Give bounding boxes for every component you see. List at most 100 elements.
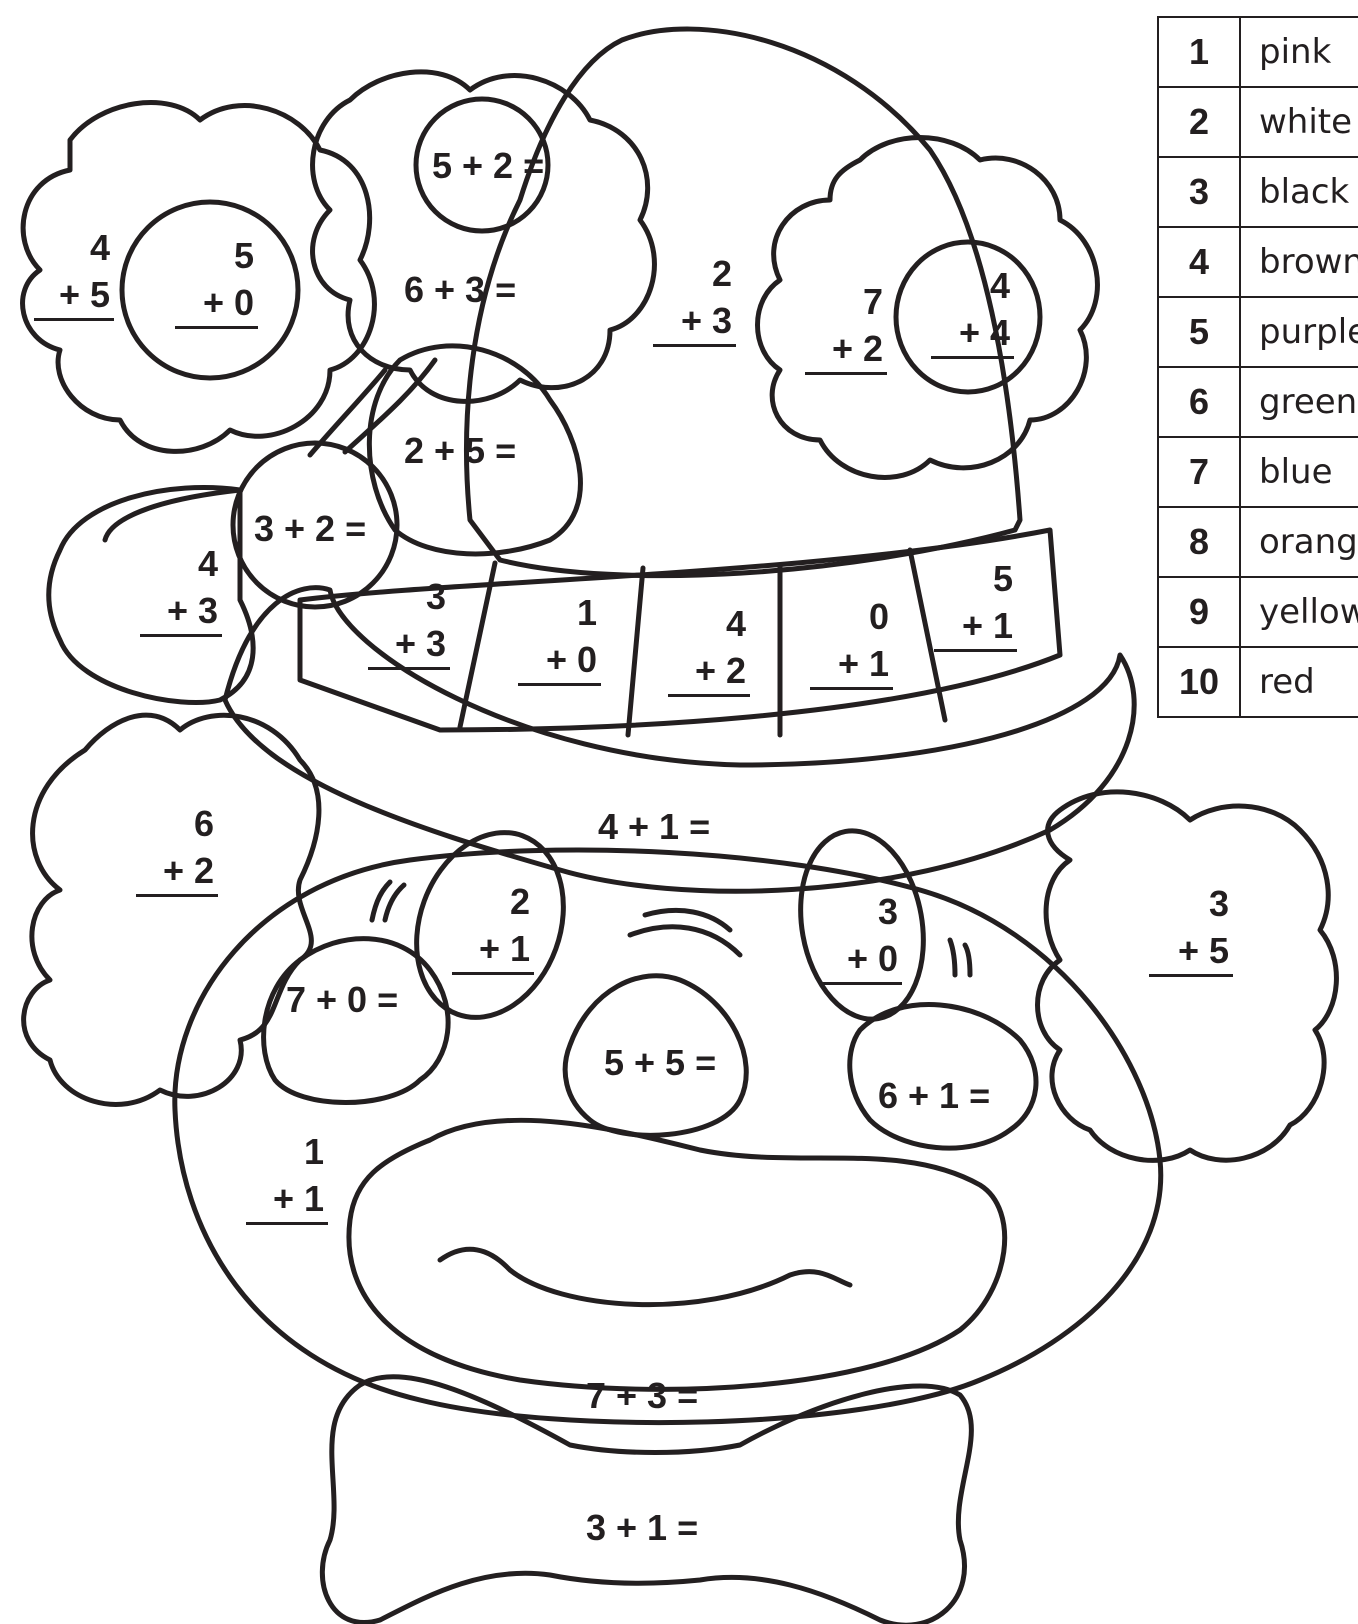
hat-band-3-problem: 4 + 2 bbox=[668, 600, 750, 697]
addend-top: 4 bbox=[197, 543, 218, 584]
hat-band-5-problem: 5 + 1 bbox=[934, 555, 1017, 652]
addend-bottom: + 1 bbox=[810, 640, 893, 690]
key-color: red bbox=[1239, 646, 1358, 718]
addend-top: 2 bbox=[711, 253, 732, 294]
key-number: 8 bbox=[1157, 506, 1241, 578]
addend-top: 3 bbox=[425, 576, 446, 617]
mouth-outline bbox=[346, 1117, 1008, 1392]
key-color: yellow bbox=[1239, 576, 1358, 648]
hat-bow-outline bbox=[46, 485, 256, 705]
face-problem: 1 + 1 bbox=[246, 1128, 328, 1225]
cheek-left-outline bbox=[261, 936, 451, 1105]
addend-top: 2 bbox=[509, 881, 530, 922]
leaf-outline bbox=[366, 343, 583, 557]
nose-outline bbox=[562, 973, 749, 1138]
flower-right-center-problem: 4 + 4 bbox=[931, 262, 1014, 359]
hat-band-4-problem: 0 + 1 bbox=[810, 593, 893, 690]
addend-bottom: + 3 bbox=[368, 620, 450, 670]
flower-top-center-problem: 5 + 2 = bbox=[432, 145, 545, 186]
hat-band-2-problem: 1 + 0 bbox=[518, 589, 601, 686]
flower-top-petals-problem: 6 + 3 = bbox=[404, 269, 517, 310]
flower-left-center-problem: 5 + 0 bbox=[175, 232, 258, 329]
addend-bottom: + 0 bbox=[518, 636, 601, 686]
flower-left-petals-problem: 4 + 5 bbox=[34, 224, 114, 321]
addend-bottom: + 2 bbox=[805, 325, 887, 375]
key-number: 10 bbox=[1157, 646, 1241, 718]
hat-bow-problem: 4 + 3 bbox=[140, 540, 222, 637]
hair-left-outline bbox=[21, 712, 322, 1107]
addend-top: 4 bbox=[89, 227, 110, 268]
addend-bottom: + 0 bbox=[820, 935, 902, 985]
cheek-left-problem: 7 + 0 = bbox=[286, 979, 399, 1020]
addend-top: 4 bbox=[725, 603, 746, 644]
hair-right-problem: 3 + 5 bbox=[1149, 880, 1233, 977]
addend-bottom: + 2 bbox=[136, 847, 218, 897]
key-number: 1 bbox=[1157, 16, 1241, 88]
addend-bottom: + 5 bbox=[34, 271, 114, 321]
hat-band-1-problem: 3 + 3 bbox=[368, 573, 450, 670]
leaf-problem: 2 + 5 = bbox=[404, 430, 517, 471]
key-color: brown bbox=[1239, 226, 1358, 298]
flower-top-outline bbox=[310, 69, 657, 404]
addend-bottom: + 4 bbox=[931, 309, 1014, 359]
addend-bottom: + 3 bbox=[140, 587, 222, 637]
addend-top: 0 bbox=[868, 596, 889, 637]
hat-crown-problem: 2 + 3 bbox=[653, 250, 736, 347]
addend-top: 3 bbox=[877, 891, 898, 932]
hair-left-problem: 6 + 2 bbox=[136, 800, 218, 897]
addend-bottom: + 2 bbox=[668, 647, 750, 697]
addend-bottom: + 1 bbox=[452, 925, 534, 975]
bow-tie-problem: 3 + 1 = bbox=[586, 1507, 699, 1548]
addend-top: 1 bbox=[303, 1131, 324, 1172]
key-number: 3 bbox=[1157, 156, 1241, 228]
key-color: purple bbox=[1239, 296, 1358, 368]
key-color: orange bbox=[1239, 506, 1358, 578]
cheek-right-problem: 6 + 1 = bbox=[878, 1075, 991, 1116]
hat-brim-problem: 4 + 1 = bbox=[598, 806, 711, 847]
key-color: green bbox=[1239, 366, 1358, 438]
hat-crown-outline bbox=[464, 26, 1023, 579]
flower-left-outline bbox=[20, 100, 377, 454]
addend-top: 3 bbox=[1208, 883, 1229, 924]
addend-top: 6 bbox=[193, 803, 214, 844]
addend-top: 4 bbox=[989, 265, 1010, 306]
flower-bud-problem: 3 + 2 = bbox=[254, 508, 367, 549]
addend-bottom: + 5 bbox=[1149, 927, 1233, 977]
hat-band-outline bbox=[297, 527, 1063, 733]
key-color: black bbox=[1239, 156, 1358, 228]
key-number: 7 bbox=[1157, 436, 1241, 508]
addend-top: 5 bbox=[992, 558, 1013, 599]
addend-bottom: + 3 bbox=[653, 297, 736, 347]
key-number: 9 bbox=[1157, 576, 1241, 648]
eye-right-problem: 3 + 0 bbox=[820, 888, 902, 985]
key-number: 5 bbox=[1157, 296, 1241, 368]
addend-bottom: + 1 bbox=[934, 602, 1017, 652]
cheek-right-outline bbox=[847, 1002, 1039, 1151]
key-color: white bbox=[1239, 86, 1358, 158]
color-key-row: 8orange bbox=[1157, 506, 1358, 578]
addend-bottom: + 0 bbox=[175, 279, 258, 329]
chin-problem: 7 + 3 = bbox=[586, 1375, 699, 1416]
bow-tie-outline bbox=[319, 1374, 974, 1624]
key-color: blue bbox=[1239, 436, 1358, 508]
addend-top: 1 bbox=[576, 592, 597, 633]
nose-problem: 5 + 5 = bbox=[604, 1042, 717, 1083]
addend-top: 7 bbox=[862, 281, 883, 322]
addend-bottom: + 1 bbox=[246, 1175, 328, 1225]
flower-right-petals-problem: 7 + 2 bbox=[805, 278, 887, 375]
hair-right-outline bbox=[1035, 789, 1339, 1163]
key-number: 4 bbox=[1157, 226, 1241, 298]
key-color: pink bbox=[1239, 16, 1358, 88]
key-number: 6 bbox=[1157, 366, 1241, 438]
